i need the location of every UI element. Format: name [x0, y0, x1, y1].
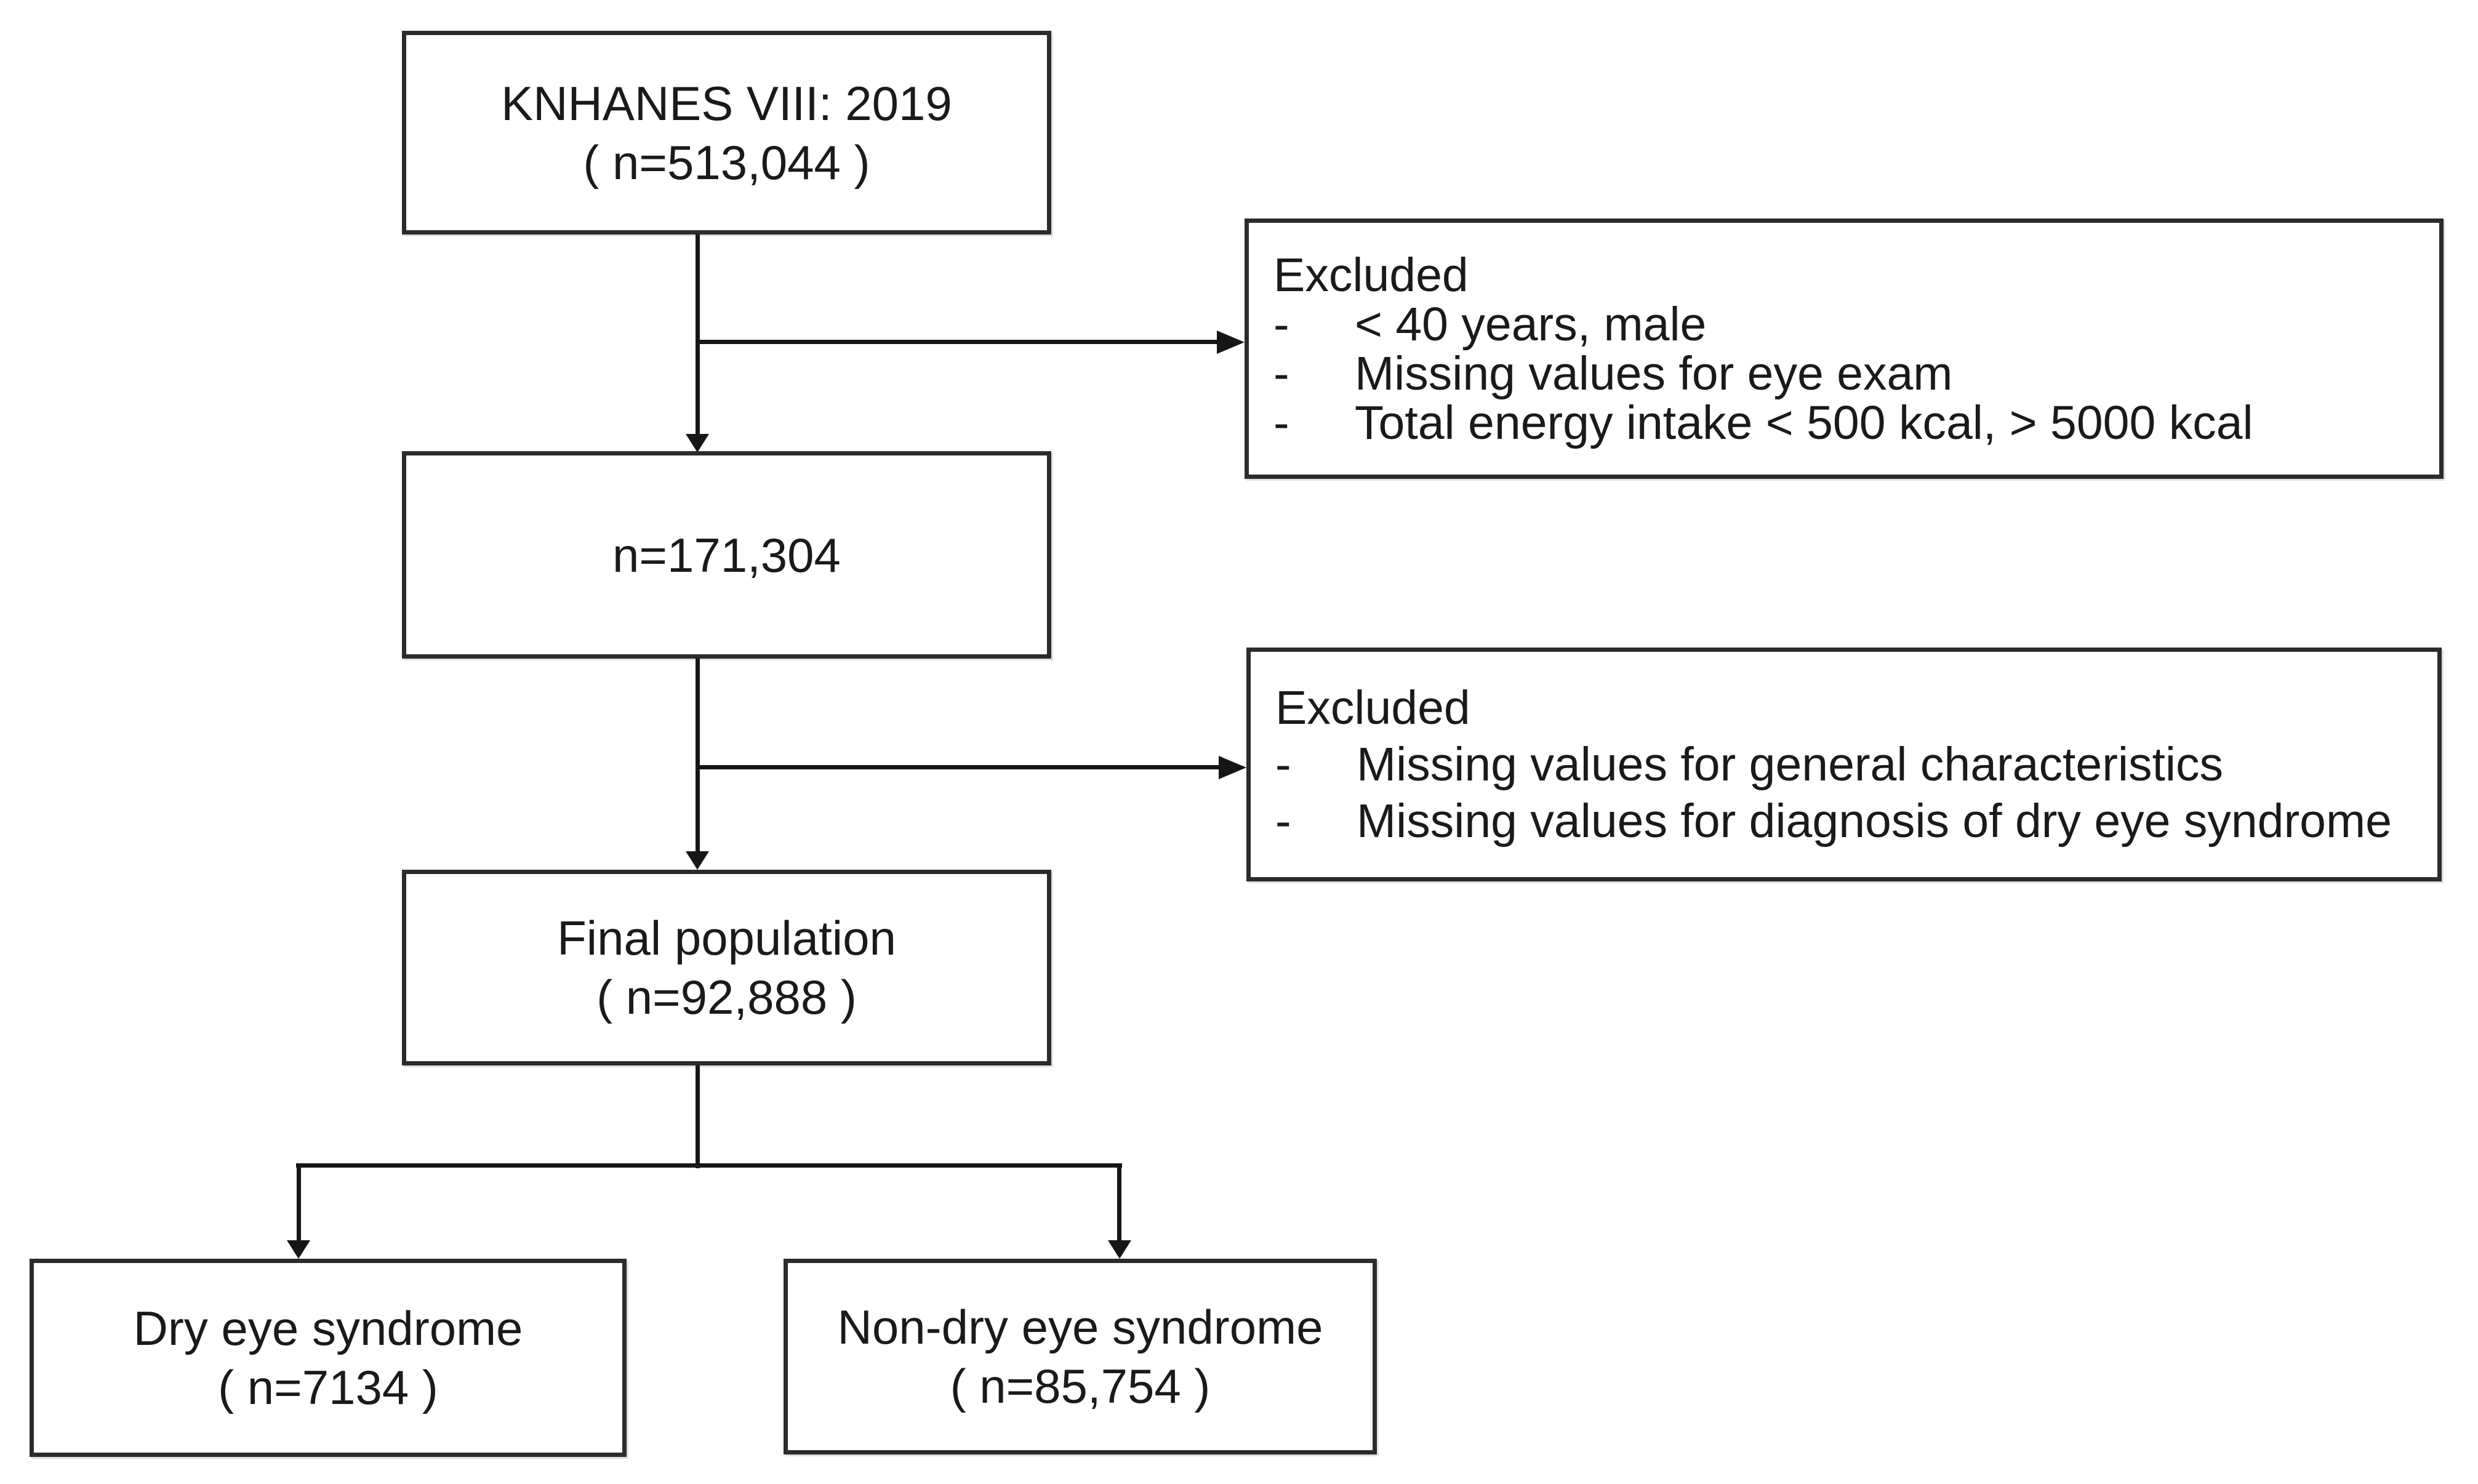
bullet-dash: -: [1275, 738, 1291, 791]
bullet-dash: -: [1273, 396, 1289, 449]
node-dry-eye-title: Dry eye syndrome: [133, 1301, 523, 1355]
connector-knhanes-to-interim: [696, 235, 700, 434]
connector-interim-to-final: [696, 659, 700, 851]
node-interim-count: n=171,304: [402, 451, 1051, 659]
excluded-2-item-1: - Missing values for general characteris…: [1275, 736, 2437, 793]
node-excluded-2: Excluded - Missing values for general ch…: [1246, 648, 2442, 881]
excluded-1-item-1-text: < 40 years, male: [1355, 297, 1707, 351]
connector-final-to-split: [696, 1065, 700, 1168]
arrowhead-into-excluded-2-icon: [1219, 756, 1246, 779]
connector-split-to-nondry: [1117, 1163, 1121, 1240]
excluded-2-item-2-text: Missing values for diagnosis of dry eye …: [1357, 795, 2392, 848]
node-final-population-title: Final population: [557, 911, 896, 965]
connector-branch-to-excluded-2: [696, 765, 1219, 769]
node-interim-count-text: n=171,304: [612, 527, 841, 582]
connector-split-bar: [296, 1163, 1122, 1168]
node-knhanes-title: KNHANES VIII: 2019: [501, 76, 952, 130]
arrowhead-into-interim-icon: [686, 434, 709, 452]
bullet-dash: -: [1273, 297, 1289, 351]
node-final-population-count: ( n=92,888 ): [596, 970, 857, 1024]
arrowhead-into-final-icon: [686, 851, 709, 870]
node-non-dry-eye-count: ( n=85,754 ): [950, 1359, 1211, 1413]
connector-split-to-dry: [297, 1163, 301, 1240]
node-excluded-1: Excluded - < 40 years, male - Missing va…: [1245, 219, 2444, 479]
excluded-2-heading: Excluded: [1275, 681, 1470, 734]
node-dry-eye-count: ( n=7134 ): [218, 1360, 438, 1414]
arrowhead-into-excluded-1-icon: [1217, 331, 1245, 354]
bullet-dash: -: [1273, 347, 1289, 400]
excluded-1-item-3: - Total energy intake < 500 kcal, > 5000…: [1273, 398, 2439, 447]
connector-branch-to-excluded-1: [696, 340, 1217, 344]
bullet-dash: -: [1275, 795, 1291, 848]
excluded-1-item-3-text: Total energy intake < 500 kcal, > 5000 k…: [1355, 396, 2253, 449]
node-non-dry-eye-title: Non-dry eye syndrome: [837, 1300, 1323, 1354]
node-non-dry-eye-syndrome: Non-dry eye syndrome ( n=85,754 ): [784, 1259, 1377, 1454]
arrowhead-into-dry-icon: [287, 1240, 310, 1259]
excluded-1-heading: Excluded: [1273, 248, 1469, 302]
excluded-2-item-2: - Missing values for diagnosis of dry ey…: [1275, 793, 2437, 849]
excluded-1-item-2-text: Missing values for eye exam: [1355, 347, 1953, 400]
excluded-1-item-2: - Missing values for eye exam: [1273, 349, 2439, 398]
node-knhanes: KNHANES VIII: 2019 ( n=513,044 ): [402, 31, 1051, 235]
arrowhead-into-nondry-icon: [1108, 1240, 1131, 1259]
node-knhanes-count: ( n=513,044 ): [583, 135, 870, 190]
excluded-2-item-1-text: Missing values for general characteristi…: [1357, 738, 2223, 791]
excluded-1-item-1: - < 40 years, male: [1273, 300, 2439, 349]
node-final-population: Final population ( n=92,888 ): [402, 870, 1051, 1065]
node-dry-eye-syndrome: Dry eye syndrome ( n=7134 ): [30, 1259, 627, 1457]
